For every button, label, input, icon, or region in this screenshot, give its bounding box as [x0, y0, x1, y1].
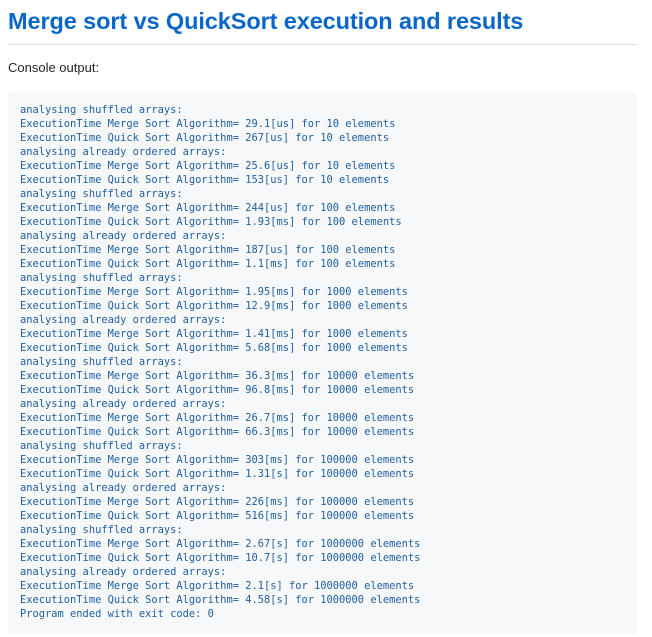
console-line: analysing already ordered arrays: [20, 566, 227, 578]
console-line: ExecutionTime Merge Sort Algorithm= 187[… [20, 244, 396, 256]
console-line: ExecutionTime Merge Sort Algorithm= 26.7… [20, 412, 415, 424]
console-line: ExecutionTime Merge Sort Algorithm= 1.41… [20, 328, 408, 340]
console-line: ExecutionTime Quick Sort Algorithm= 1.1[… [20, 258, 396, 270]
console-line: analysing shuffled arrays: [20, 440, 183, 452]
console-line: ExecutionTime Quick Sort Algorithm= 516[… [20, 510, 415, 522]
title-divider [8, 44, 637, 45]
console-output-block: analysing shuffled arrays: ExecutionTime… [8, 92, 637, 634]
console-line: ExecutionTime Quick Sort Algorithm= 267[… [20, 132, 390, 144]
console-line: ExecutionTime Merge Sort Algorithm= 2.67… [20, 538, 421, 550]
console-line: ExecutionTime Merge Sort Algorithm= 303[… [20, 454, 415, 466]
console-line: analysing already ordered arrays: [20, 146, 227, 158]
console-line: analysing already ordered arrays: [20, 230, 227, 242]
page-title: Merge sort vs QuickSort execution and re… [8, 8, 524, 34]
console-line: Program ended with exit code: 0 [20, 608, 214, 620]
console-line: analysing shuffled arrays: [20, 104, 183, 116]
console-line: ExecutionTime Quick Sort Algorithm= 66.3… [20, 426, 415, 438]
console-line: ExecutionTime Merge Sort Algorithm= 1.95… [20, 286, 408, 298]
page-content: Merge sort vs QuickSort execution and re… [8, 0, 637, 634]
console-line: analysing already ordered arrays: [20, 398, 227, 410]
console-line: ExecutionTime Quick Sort Algorithm= 1.93… [20, 216, 402, 228]
console-line: analysing shuffled arrays: [20, 272, 183, 284]
console-line: ExecutionTime Quick Sort Algorithm= 10.7… [20, 552, 421, 564]
console-line: analysing already ordered arrays: [20, 482, 227, 494]
console-line: ExecutionTime Quick Sort Algorithm= 12.9… [20, 300, 408, 312]
console-line: analysing shuffled arrays: [20, 356, 183, 368]
console-line: ExecutionTime Merge Sort Algorithm= 25.6… [20, 160, 396, 172]
console-line: analysing already ordered arrays: [20, 314, 227, 326]
console-line: analysing shuffled arrays: [20, 188, 183, 200]
console-line: ExecutionTime Merge Sort Algorithm= 29.1… [20, 118, 396, 130]
console-output-label: Console output: [8, 60, 100, 75]
console-line: ExecutionTime Quick Sort Algorithm= 96.8… [20, 384, 415, 396]
console-line: ExecutionTime Quick Sort Algorithm= 1.31… [20, 468, 415, 480]
console-line: ExecutionTime Quick Sort Algorithm= 5.68… [20, 342, 408, 354]
console-line: ExecutionTime Quick Sort Algorithm= 153[… [20, 174, 390, 186]
console-line: ExecutionTime Merge Sort Algorithm= 226[… [20, 496, 415, 508]
console-line: ExecutionTime Merge Sort Algorithm= 36.3… [20, 370, 415, 382]
console-line: ExecutionTime Merge Sort Algorithm= 244[… [20, 202, 396, 214]
console-line: ExecutionTime Quick Sort Algorithm= 4.58… [20, 594, 421, 606]
console-line: ExecutionTime Merge Sort Algorithm= 2.1[… [20, 580, 415, 592]
console-line: analysing shuffled arrays: [20, 524, 183, 536]
